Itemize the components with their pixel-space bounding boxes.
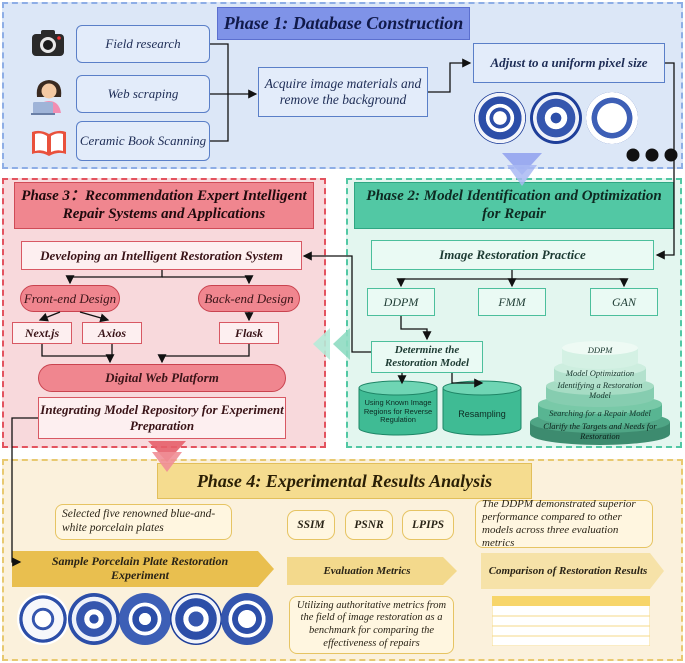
camera-icon [30,28,66,58]
cylinder-label: Resampling [458,409,506,419]
source-ceramic-book-scanning: Ceramic Book Scanning [76,121,210,161]
acquire-box: Acquire image materials and remove the b… [258,67,428,117]
stack-label-optimization: Model Optimization [565,368,635,378]
sample-plate [17,593,69,645]
results-table-graphic [491,595,651,647]
phase2-title: Phase 2: Model Identification and Optimi… [354,182,674,229]
stack-label-searching: Searching for a Repair Model [549,408,651,418]
sample-plate [221,593,273,645]
digital-web-platform: Digital Web Platform [38,364,286,392]
phase3-title: Phase 3：Recommendation Expert Intelligen… [14,182,314,229]
integrating-box: Integrating Model Repository for Experim… [38,397,286,439]
porcelain-plate [474,92,526,144]
open-book-icon [30,128,68,158]
model-fmm: FMM [478,288,546,316]
porcelain-plate [586,92,638,144]
evaluation-metrics-tag: Evaluation Metrics [323,564,411,577]
sample-experiment-tag: Sample Porcelain Plate Restoration Exper… [51,554,229,582]
porcelain-plate [530,92,582,144]
cylinder-reverse-regulation [358,380,438,436]
source-field-research: Field research [76,25,210,63]
stack-label-identifying: Identifying a Restoration Model [557,380,643,400]
sample-plate [170,593,222,645]
metric-ssim: SSIM [287,510,335,540]
tech-flask: Flask [219,322,279,344]
phase4-title: Phase 4: Experimental Results Analysis [157,463,532,499]
model-gan: GAN [590,288,658,316]
sample-plate [119,593,171,645]
stack-label-clarify: Clarify the Targets and Needs for Restor… [543,421,657,441]
backend-design: Back-end Design [198,285,300,312]
model-ddpm: DDPM [367,288,435,316]
ribbon-shape [481,553,664,589]
metric-lpips: LPIPS [402,510,454,540]
ddpm-superior-note: The DDPM demonstrated superior performan… [475,498,653,549]
ribbon-shape [287,557,457,585]
determine-model: Determine the Restoration Model [371,341,483,373]
evaluation-note: Utilizing authoritative metrics from the… [289,596,454,654]
ribbon-shape [12,551,274,587]
layered-stack-graphic [520,330,680,448]
cylinder-label: Using Known Image Regions for Reverse Re… [363,398,433,425]
frontend-design: Front-end Design [20,285,120,312]
selected-plates-note: Selected five renowned blue-and-white po… [55,504,232,540]
ellipsis-dots-icon [625,147,679,163]
laptop-user-icon [29,75,69,115]
cylinder-resampling [442,380,522,436]
comparison-tag: Comparison of Restoration Results [488,564,648,577]
tech-nextjs: Next.js [12,322,72,344]
phase1-title: Phase 1: Database Construction [217,7,470,40]
adjust-box: Adjust to a uniform pixel size [473,43,665,83]
metric-psnr: PSNR [345,510,393,540]
developing-box: Developing an Intelligent Restoration Sy… [21,241,302,270]
source-web-scraping: Web scraping [76,75,210,113]
tech-axios: Axios [82,322,142,344]
stack-label-ddpm: DDPM [587,345,613,355]
sample-plate [68,593,120,645]
image-restoration-practice: Image Restoration Practice [371,240,654,270]
